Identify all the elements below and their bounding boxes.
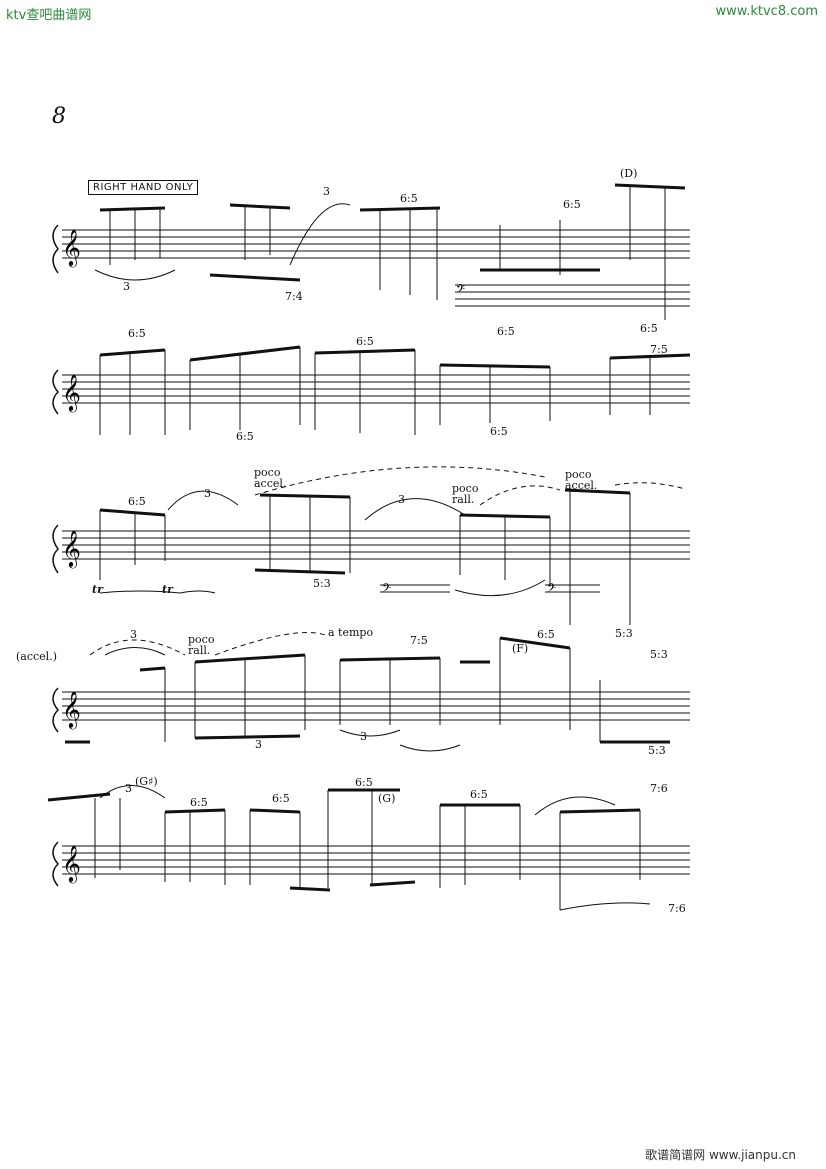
svg-text:𝄞: 𝄞 [62,228,81,267]
tuplet-label: 6:5 [470,788,488,801]
svg-text:𝄞: 𝄞 [62,690,81,729]
hand-instruction: RIGHT HAND ONLY [88,180,199,195]
staff-graphics: 𝄞 [47,785,690,911]
tuplet-label: 6:5 [640,322,658,335]
tuplet-label: 6:5 [236,430,254,443]
trill-marking: tr [162,583,173,596]
trill-marking: tr [92,583,103,596]
tempo-marking: (accel.) [16,650,57,663]
tuplet-label: 7:6 [650,782,668,795]
tempo-marking: a tempo [328,626,374,639]
rehearsal-letter: (G) [378,792,396,805]
tuplet-label: 6:5 [490,425,508,438]
rehearsal-letter: (D) [620,167,638,180]
tuplet-label: 6:5 [400,192,418,205]
rehearsal-letter: (F) [512,642,529,655]
page-number: 8 [52,104,66,129]
watermark-bottom-right: 歌谱简谱网 www.jianpu.cn [645,1148,796,1162]
svg-text:𝄢: 𝄢 [547,582,556,598]
tuplet-label: 5:3 [648,744,666,757]
rehearsal-letter: (G♯) [135,775,158,788]
tuplet-label: 6:5 [272,792,290,805]
tempo-marking: poco rall. [188,633,215,657]
tuplet-label: 3 [398,493,405,506]
tuplet-label: 6:5 [128,495,146,508]
tuplet-label: 3 [255,738,262,751]
music-system-1: 𝄞 𝄢 RIGHT HAND ONLY 3 6:5 3 7:4 6:5 6:5 … [0,167,826,340]
tuplet-label: 7:4 [285,290,303,303]
tuplet-label: 5:3 [650,648,668,661]
staff-graphics: 𝄞 𝄢 [52,183,690,320]
svg-text:𝄢: 𝄢 [456,283,465,299]
tuplet-label: 6:5 [128,327,146,340]
tuplet-label: 6:5 [190,796,208,809]
watermark-top-left: ktv查吧曲谱网 [6,8,92,23]
svg-text:𝄞: 𝄞 [62,373,81,412]
tuplet-label: 5:3 [313,577,331,590]
music-system-5: 𝄞 (G♯) 6:5 6:5 6:5 (G) 6:5 7:6 7:6 3 [0,770,826,920]
tuplet-label: 5:3 [615,627,633,640]
tuplet-label: 7:5 [410,634,428,647]
tuplet-label: 6:5 [356,335,374,348]
staff-graphics: 𝄞 𝄢 𝄢 [52,466,690,625]
tempo-marking: poco rall. [452,482,479,506]
tuplet-label: 6:5 [563,198,581,211]
tuplet-label: 3 [360,730,367,743]
tuplet-label: 3 [204,487,211,500]
tuplet-label: 6:5 [537,628,555,641]
tuplet-label: 3 [125,782,132,795]
music-system-4: 𝄞 (accel.) 3 poco rall. a tempo 7:5 6:5 … [0,620,826,770]
tuplet-label: 6:5 [497,325,515,338]
tempo-marking: poco accel. [254,466,287,490]
tuplet-label: 3 [323,185,330,198]
staff-graphics: 𝄞 [52,632,690,752]
staff-graphics: 𝄞 [52,345,691,435]
svg-text:𝄞: 𝄞 [62,844,81,883]
tuplet-label: 6:5 [355,776,373,789]
music-system-3: 𝄞 𝄢 𝄢 6:5 3 poco accel. 3 poco rall. poc… [0,465,826,640]
music-system-2: 𝄞 6:5 6:5 6:5 6:5 7:5 [0,325,826,455]
tuplet-label: 7:5 [650,343,668,356]
tuplet-label: 3 [123,280,130,293]
svg-text:𝄢: 𝄢 [382,582,391,598]
tuplet-label: 7:6 [668,902,686,915]
tuplet-label: 3 [130,628,137,641]
svg-text:𝄞: 𝄞 [62,529,81,568]
watermark-top-right: www.ktvc8.com [715,4,818,19]
tempo-marking: poco accel. [565,468,598,492]
